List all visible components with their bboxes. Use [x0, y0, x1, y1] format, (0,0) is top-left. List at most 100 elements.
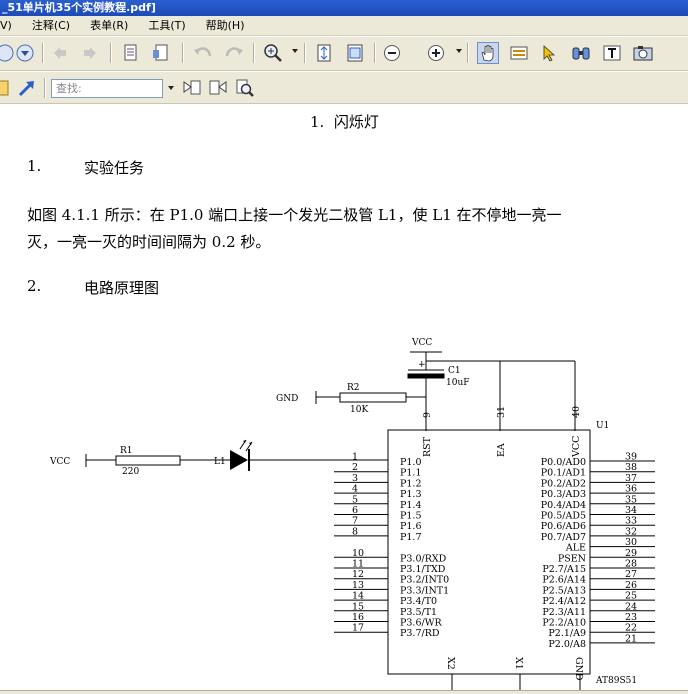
right-pin-name: P2.2/A10 [542, 618, 586, 629]
right-pin-number: 39 [625, 452, 637, 463]
left-pin-number: 4 [352, 484, 358, 495]
bottom-pin-name: GND [573, 657, 584, 681]
right-pin-name: P2.6/A14 [542, 575, 586, 586]
select-text-icon[interactable] [508, 42, 530, 64]
section-number: 2. [27, 277, 42, 295]
menu-bar: V) 注释(C) 表单(R) 工具(T) 帮助(H) [0, 16, 688, 36]
left-pin-number: 17 [352, 623, 364, 634]
left-pin-number: 8 [352, 526, 358, 537]
zoom-out-icon[interactable] [381, 42, 403, 64]
right-pin-number: 21 [625, 633, 637, 644]
right-pin-name: P0.2/AD2 [541, 478, 586, 489]
section-title: 实验任务 [84, 159, 145, 177]
bottom-pin-name: X2 [445, 657, 456, 670]
back-arrow-icon[interactable] [49, 42, 71, 64]
right-pin-name: P0.5/AD5 [541, 511, 586, 522]
section-experiment-task: 1. 实验任务 [27, 157, 144, 177]
top-pin-number: 40 [571, 406, 582, 418]
search-magnifier-icon[interactable] [234, 77, 256, 99]
menu-help[interactable]: 帮助(H) [205, 19, 245, 32]
left-pin-name: P1.7 [400, 532, 422, 543]
left-pin-name: P1.3 [400, 489, 422, 500]
left-pin-name: P3.1/TXD [400, 564, 446, 575]
top-pin-number: 31 [496, 406, 507, 418]
left-pin-number: 13 [352, 580, 364, 591]
menu-tools[interactable]: 工具(T) [148, 19, 186, 32]
window-title: _51单片机35个实例教程.pdf] [0, 0, 688, 16]
zoom-icon[interactable] [262, 42, 284, 64]
right-pin-number: 33 [625, 516, 637, 527]
next-page-icon[interactable] [14, 42, 36, 64]
right-pin-number: 30 [625, 537, 637, 548]
right-pin-number: 36 [625, 484, 637, 495]
right-pin-number: 35 [625, 494, 637, 505]
left-pin-name: P1.5 [400, 511, 422, 522]
menu-forms[interactable]: 表单(R) [90, 19, 129, 32]
fit-width-icon[interactable] [344, 42, 366, 64]
bookmark-panel-icon[interactable] [0, 77, 14, 99]
main-toolbar [0, 37, 688, 71]
find-previous-icon[interactable] [181, 77, 203, 99]
search-input[interactable]: 查找: [51, 79, 163, 98]
insert-pages-icon[interactable] [150, 42, 172, 64]
c1-label: C1 [448, 366, 461, 376]
gnd-label: GND [276, 394, 298, 404]
left-pin-name: P1.0 [400, 457, 422, 468]
right-pin-name: P2.0/A8 [548, 639, 586, 650]
left-pin-name: P3.3/INT1 [400, 585, 449, 596]
r2-label: R2 [347, 383, 360, 393]
section-title: 电路原理图 [84, 279, 160, 297]
find-next-icon[interactable] [207, 77, 229, 99]
c1-plus-sign: + [418, 360, 426, 370]
section-circuit-diagram: 2. 电路原理图 [27, 277, 159, 297]
find-binoculars-icon[interactable] [570, 42, 592, 64]
jump-arrow-icon[interactable] [16, 77, 38, 99]
top-pin-number: 9 [422, 412, 433, 418]
redo-icon[interactable] [223, 42, 245, 64]
left-pin-number: 5 [352, 494, 358, 505]
top-pin-name: EA [496, 443, 507, 457]
right-pin-name: P0.4/AD4 [541, 500, 586, 511]
pointer-icon[interactable] [538, 42, 560, 64]
left-pin-number: 1 [352, 452, 358, 463]
right-pin-name: P2.1/A9 [548, 628, 586, 639]
l1-label: L1 [214, 457, 226, 467]
right-pin-number: 37 [625, 473, 637, 484]
text-tool-icon[interactable] [601, 42, 623, 64]
right-pin-number: 38 [625, 462, 637, 473]
circuit-schematic: VCC + C1 10uF GND R2 10K U1 VCC R1 220 L… [49, 338, 655, 690]
top-pin-name: VCC [571, 436, 582, 458]
undo-icon[interactable] [192, 42, 214, 64]
left-pin-name: P3.4/T0 [400, 596, 437, 607]
left-pin-number: 10 [352, 548, 364, 559]
forward-arrow-icon[interactable] [79, 42, 101, 64]
left-pin-name: P1.1 [400, 468, 422, 479]
section-number: 1. [27, 157, 42, 175]
right-pin-number: 28 [625, 559, 637, 570]
left-pin-name: P1.6 [400, 521, 422, 532]
paragraph-line-1: 如图 4.1.1 所示：在 P1.0 端口上接一个发光二极管 L1，使 L1 在… [27, 206, 562, 224]
right-pin-name: P0.6/AD6 [541, 521, 586, 532]
r1-value: 220 [122, 467, 139, 477]
extract-pages-icon[interactable] [120, 42, 142, 64]
menu-view[interactable]: V) [0, 19, 12, 32]
left-pin-number: 15 [352, 601, 364, 612]
menu-comments[interactable]: 注释(C) [31, 19, 71, 32]
right-pin-name: PSEN [558, 553, 586, 564]
right-pin-name: P2.3/A11 [542, 607, 586, 618]
right-pin-name: P2.4/A12 [542, 596, 586, 607]
zoom-in-icon[interactable] [425, 42, 447, 64]
hand-tool-icon[interactable] [477, 42, 499, 64]
r1-label: R1 [120, 446, 133, 456]
fit-page-icon[interactable] [313, 42, 335, 64]
left-pin-name: P3.0/RXD [400, 553, 447, 564]
snapshot-camera-icon[interactable] [632, 42, 654, 64]
right-pin-name: ALE [565, 543, 586, 554]
search-dropdown-icon[interactable] [168, 86, 174, 90]
right-pin-number: 34 [625, 505, 637, 516]
top-pin-name: RST [422, 436, 433, 457]
left-pin-number: 12 [352, 569, 364, 580]
right-pin-number: 24 [625, 601, 637, 612]
back-circle-icon[interactable] [0, 42, 16, 64]
left-pin-number: 16 [352, 612, 364, 623]
